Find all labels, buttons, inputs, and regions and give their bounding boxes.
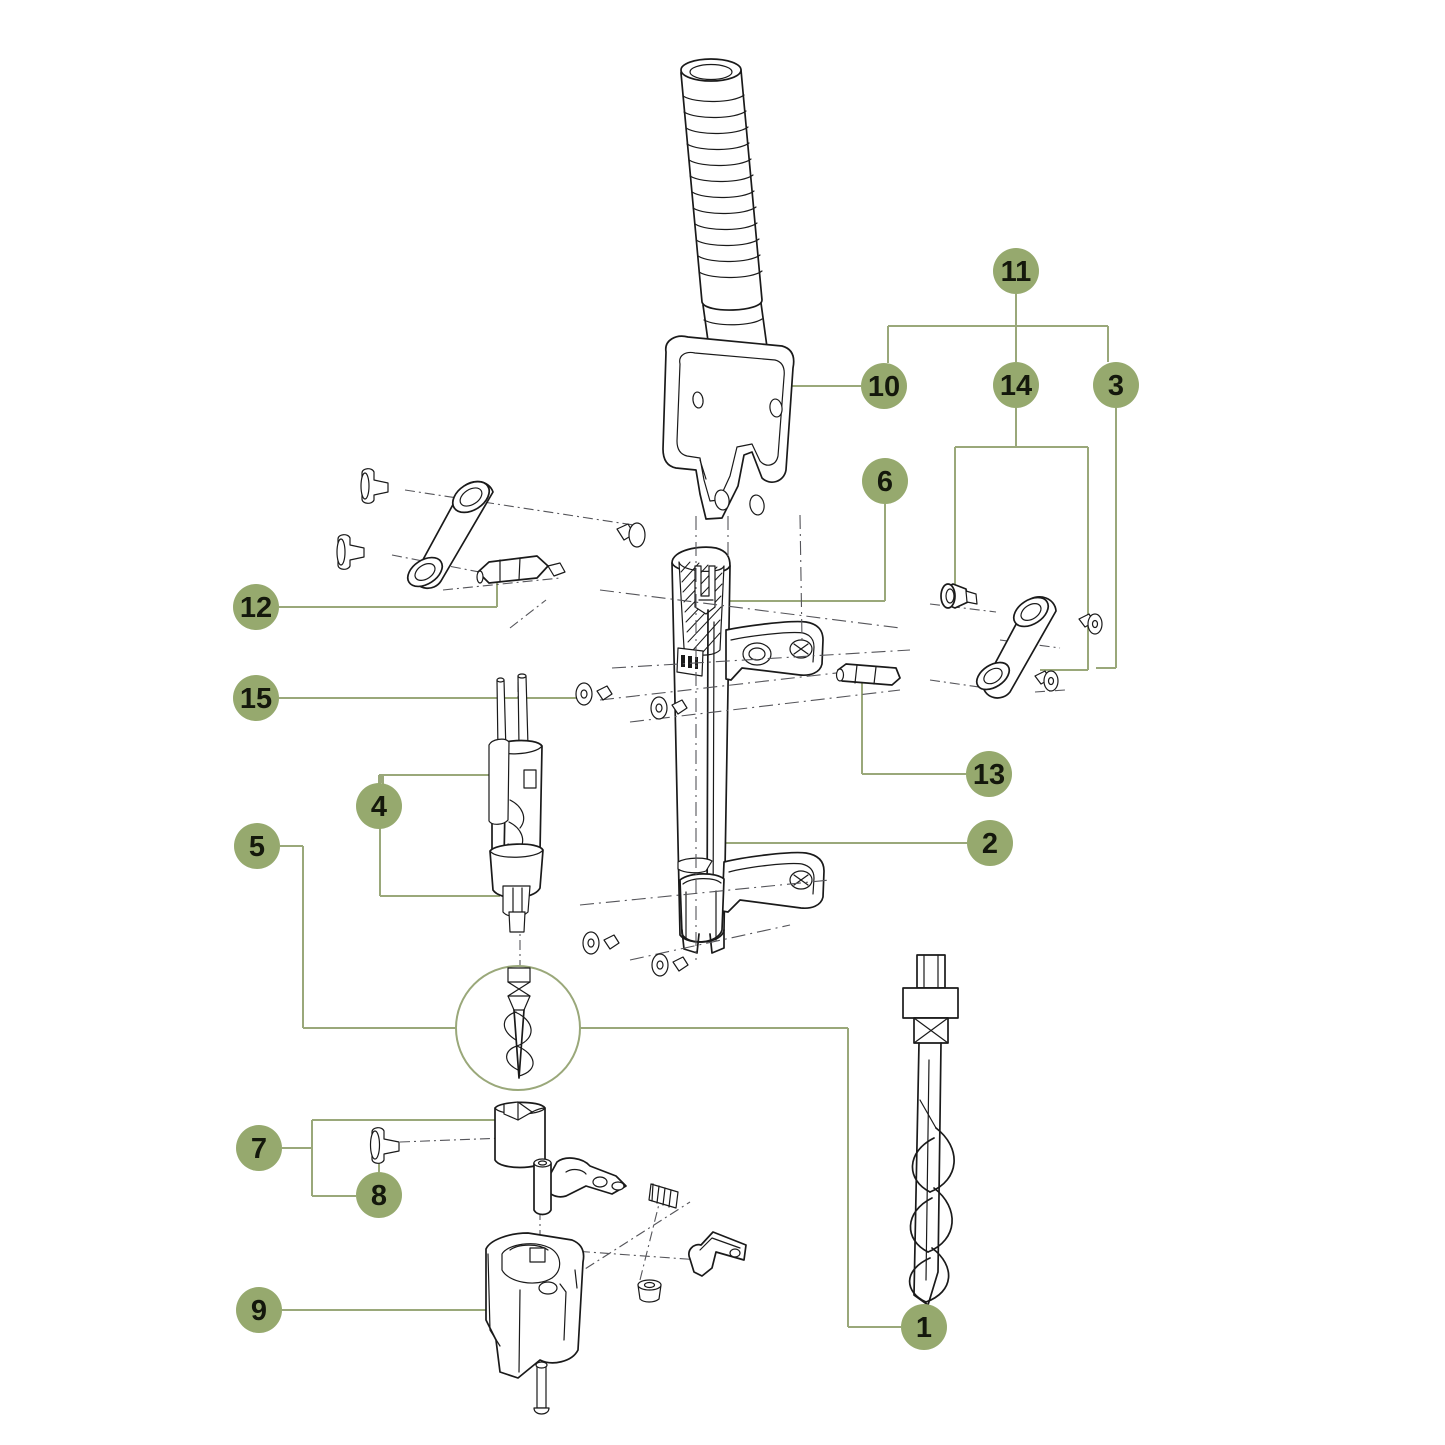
callout-14[interactable]: 14 [993, 362, 1039, 408]
callout-8[interactable]: 8 [356, 1172, 402, 1218]
callout-circle-6[interactable] [862, 458, 908, 504]
callout-13[interactable]: 13 [966, 751, 1012, 797]
part-right-linkage-arm [940, 583, 1103, 699]
callout-circle-15[interactable] [233, 675, 279, 721]
callout-circle-9[interactable] [236, 1287, 282, 1333]
callout-circle-10[interactable] [861, 363, 907, 409]
pin-lower [336, 534, 365, 570]
countersunk-screw-lower [1034, 670, 1059, 692]
callout-circle-3[interactable] [1093, 362, 1139, 408]
detail-circle-auger [455, 965, 581, 1091]
part-left-linkage-arm [336, 468, 566, 589]
pivot-bolt [476, 555, 566, 584]
screw-mid [650, 696, 688, 720]
part-trigger-clamp [485, 1157, 747, 1415]
callout-circle-1[interactable] [901, 1304, 947, 1350]
part-set-pin [369, 1127, 400, 1164]
screw-top-left [616, 522, 646, 548]
loose-screws [582, 522, 689, 977]
callout-7[interactable]: 7 [236, 1125, 282, 1171]
callout-15[interactable]: 15 [233, 675, 279, 721]
pivot-bushing [940, 583, 978, 609]
part-pivot-pin-shaft [835, 663, 901, 686]
retaining-screw-15 [575, 682, 613, 706]
part-drive-spindle [488, 673, 613, 933]
callout-circle-5[interactable] [234, 823, 280, 869]
callout-11[interactable]: 11 [993, 248, 1039, 294]
callout-9[interactable]: 9 [236, 1287, 282, 1333]
pin-upper [360, 468, 389, 504]
part-auger-bit [902, 954, 959, 1306]
callout-6[interactable]: 6 [862, 458, 908, 504]
callout-3[interactable]: 3 [1093, 362, 1139, 408]
part-collar-sleeve [494, 1101, 546, 1169]
countersunk-screw-upper [1078, 613, 1103, 635]
callout-circle-12[interactable] [233, 584, 279, 630]
callout-circle-7[interactable] [236, 1125, 282, 1171]
callout-12[interactable]: 12 [233, 584, 279, 630]
screw-lower-left [582, 931, 620, 955]
screw-lower-mid [651, 953, 689, 977]
callout-circle-11[interactable] [993, 248, 1039, 294]
callout-5[interactable]: 5 [234, 823, 280, 869]
callout-circle-2[interactable] [967, 820, 1013, 866]
spring [648, 1183, 679, 1209]
callout-10[interactable]: 10 [861, 363, 907, 409]
callout-circle-13[interactable] [966, 751, 1012, 797]
callout-circle-14[interactable] [993, 362, 1039, 408]
part-main-body-housing [671, 546, 825, 954]
part-handle-assembly [662, 58, 795, 520]
callout-4[interactable]: 4 [356, 783, 402, 829]
callout-circle-4[interactable] [356, 783, 402, 829]
callout-2[interactable]: 2 [967, 820, 1013, 866]
callout-1[interactable]: 1 [901, 1304, 947, 1350]
callout-circle-8[interactable] [356, 1172, 402, 1218]
